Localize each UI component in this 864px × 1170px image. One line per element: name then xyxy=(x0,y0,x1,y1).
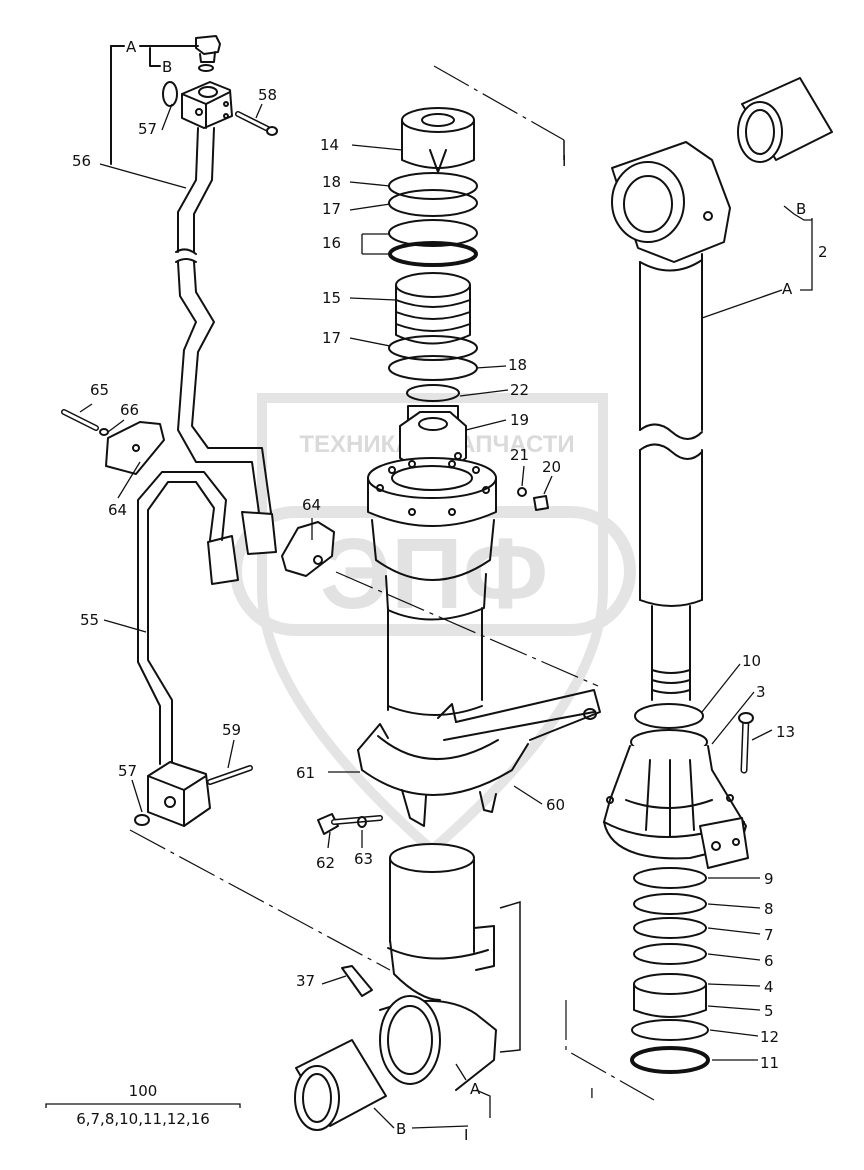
label-7: 7 xyxy=(764,926,774,944)
pipe-56 xyxy=(175,127,273,521)
bushing-top xyxy=(737,77,833,163)
label-60: 60 xyxy=(546,796,565,814)
label-6: 6 xyxy=(764,952,774,970)
bushing-bottom xyxy=(294,1039,387,1131)
label-12: 12 xyxy=(760,1028,779,1046)
label-13: 13 xyxy=(776,723,795,741)
banjo-block-bottom xyxy=(134,761,211,827)
label-66: 66 xyxy=(120,401,139,419)
label-B-bot: B xyxy=(396,1120,406,1138)
label-8: 8 xyxy=(764,900,774,918)
label-17-mid: 17 xyxy=(322,329,341,347)
center-lines xyxy=(129,65,655,1101)
label-22: 22 xyxy=(510,381,529,399)
label-5: 5 xyxy=(764,1002,774,1020)
label-17-top: 17 xyxy=(322,200,341,218)
label-63: 63 xyxy=(354,850,373,868)
leader-lines xyxy=(45,103,813,1129)
label-62: 62 xyxy=(316,854,335,872)
pipe-55 xyxy=(137,471,227,765)
label-B-top: B xyxy=(162,58,172,76)
callout-labels: A B 57 58 56 65 66 64 64 55 59 57 14 18 … xyxy=(72,38,828,1144)
label-18-mid: 18 xyxy=(508,356,527,374)
label-57-bot: 57 xyxy=(118,762,137,780)
label-9: 9 xyxy=(764,870,774,888)
label-19: 19 xyxy=(510,411,529,429)
label-14: 14 xyxy=(320,136,339,154)
label-I-bot: I xyxy=(464,1126,468,1144)
label-21: 21 xyxy=(510,446,529,464)
label-16: 16 xyxy=(322,234,341,252)
label-65: 65 xyxy=(90,381,109,399)
label-15: 15 xyxy=(322,289,341,307)
label-20: 20 xyxy=(542,458,561,476)
rod-eye xyxy=(611,141,731,701)
label-37: 37 xyxy=(296,972,315,990)
label-A-bot: A xyxy=(470,1080,481,1098)
band-clamp xyxy=(357,689,601,827)
label-2: 2 xyxy=(818,243,828,261)
label-B-right: B xyxy=(796,200,806,218)
cylinder-tube xyxy=(379,843,497,1091)
label-A-right: A xyxy=(782,280,793,298)
label-I-top: I xyxy=(562,152,566,170)
label-10: 10 xyxy=(742,652,761,670)
label-57-top: 57 xyxy=(138,120,157,138)
cylinder-head xyxy=(367,457,497,621)
banjo-block-top xyxy=(162,81,233,129)
gland-3 xyxy=(603,745,749,869)
label-18-top: 18 xyxy=(322,173,341,191)
seal-stack xyxy=(630,867,710,1074)
label-3: 3 xyxy=(756,683,766,701)
label-55: 55 xyxy=(80,611,99,629)
plug-bolt-part xyxy=(195,35,221,72)
label-11: 11 xyxy=(760,1054,779,1072)
label-58: 58 xyxy=(258,86,277,104)
piston-stack xyxy=(388,107,478,471)
label-A-top: A xyxy=(126,38,137,56)
label-64-mid: 64 xyxy=(302,496,321,514)
label-59: 59 xyxy=(222,721,241,739)
label-56: 56 xyxy=(72,152,91,170)
label-61: 61 xyxy=(296,764,315,782)
label-64-left: 64 xyxy=(108,501,127,519)
label-4: 4 xyxy=(764,978,774,996)
drawing-lines xyxy=(61,35,833,1131)
label-I-mid: I xyxy=(590,1087,594,1102)
watermark-line2: ЭПФ xyxy=(320,518,548,630)
kit-number: 100 xyxy=(129,1082,158,1100)
kit-contents: 6,7,8,10,11,12,16 xyxy=(76,1110,210,1128)
